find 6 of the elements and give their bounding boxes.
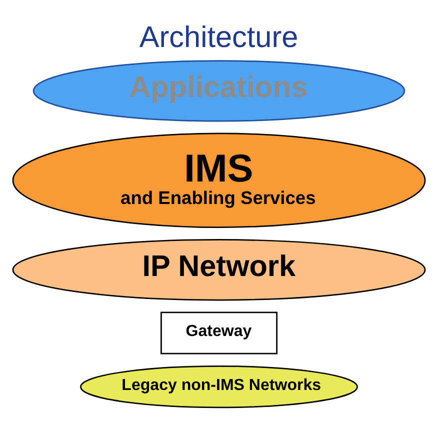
node-ellipse: Applications (32, 60, 406, 122)
node-ellipse: IMS and Enabling Services (12, 132, 426, 228)
node-ellipse: Legacy non-IMS Networks (80, 366, 358, 408)
node-ellipse: IP Network (12, 239, 426, 301)
diagram-title: Architecture (139, 20, 298, 54)
node-box: Gateway (160, 312, 278, 354)
